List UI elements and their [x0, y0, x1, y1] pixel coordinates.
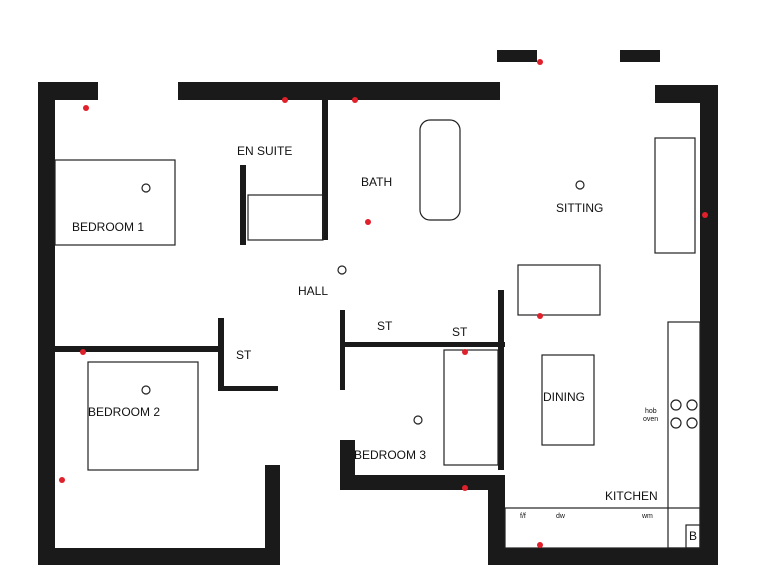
- room-label-en-suite: EN SUITE: [237, 144, 292, 158]
- room-label-sitting: SITTING: [556, 201, 603, 215]
- washing-machine-label: wm: [641, 513, 653, 520]
- walls: [38, 50, 718, 565]
- oven-label: oven: [643, 416, 658, 423]
- room-label-kitchen: KITCHEN: [605, 489, 658, 503]
- room-label-bedroom3: BEDROOM 3: [354, 448, 426, 462]
- room-label-st-left: ST: [236, 348, 252, 362]
- fridge-freezer-label: f/f: [520, 513, 526, 520]
- hob-label: hob: [645, 408, 657, 415]
- boiler-label: B: [689, 529, 697, 543]
- room-label-hall: HALL: [298, 284, 328, 298]
- room-label-bath: BATH: [361, 175, 392, 189]
- room-label-st-hall: ST: [377, 319, 393, 333]
- room-label-st-right: ST: [452, 325, 468, 339]
- room-label-bedroom1: BEDROOM 1: [72, 220, 144, 234]
- markers: [59, 59, 708, 548]
- room-label-dining: DINING: [543, 390, 585, 404]
- dishwasher-label: dw: [556, 513, 566, 520]
- fixtures: [54, 119, 701, 549]
- room-label-bedroom2: BEDROOM 2: [88, 405, 160, 419]
